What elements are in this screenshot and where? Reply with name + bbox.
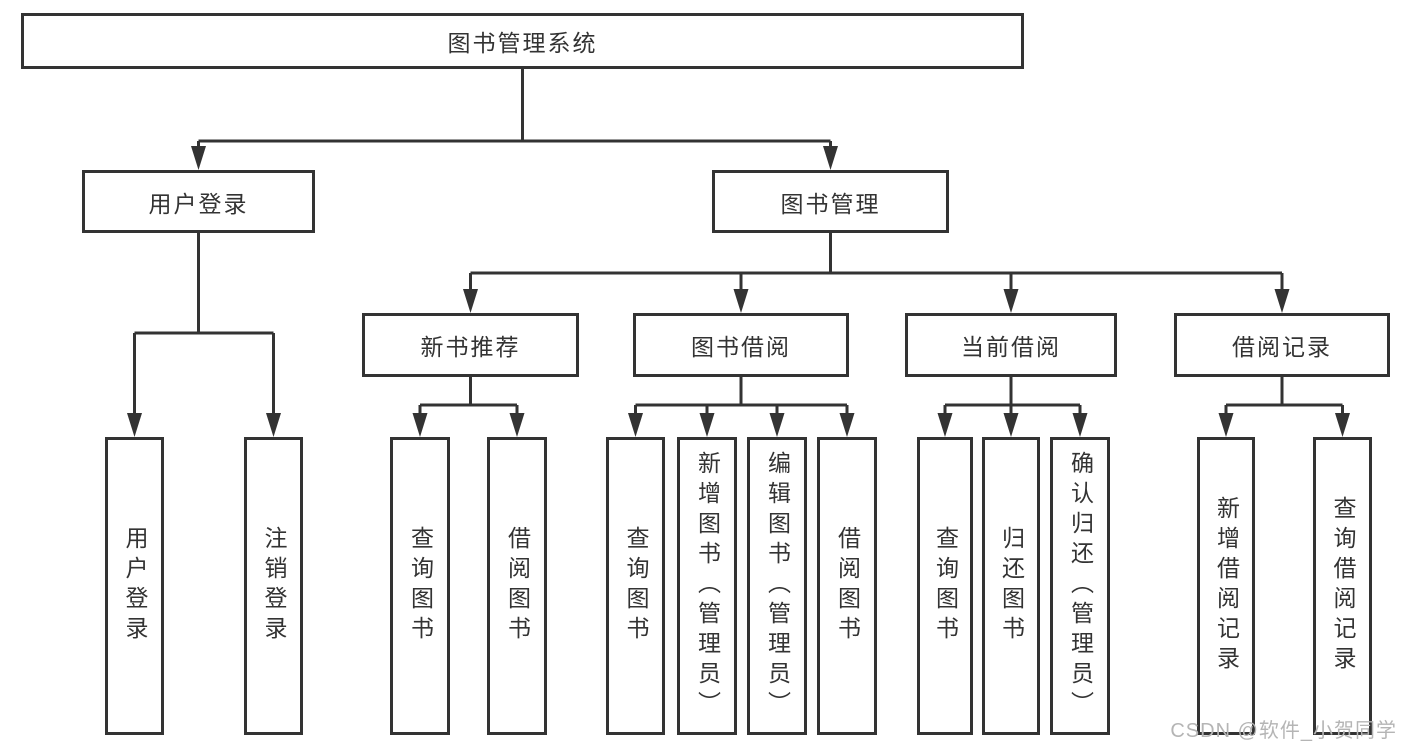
node-logout: 注销登录 [244, 437, 303, 735]
node-confirm-return-admin: 确认归还（管理员） [1050, 437, 1110, 735]
node-label: 编辑图书（管理员） [764, 451, 791, 721]
node-label: 图书管理系统 [447, 30, 598, 56]
node-label: 查询借阅记录 [1330, 496, 1356, 676]
node-label: 确认归还（管理员） [1067, 451, 1094, 721]
connector-borrow-records [1218, 377, 1350, 437]
node-label: 图书管理 [780, 190, 881, 217]
node-return-book: 归还图书 [982, 437, 1040, 735]
node-add-borrow-record: 新增借阅记录 [1197, 437, 1255, 735]
node-add-book-admin: 新增图书（管理员） [677, 437, 737, 735]
node-label: 用户登录 [148, 190, 249, 217]
connector-root [191, 69, 838, 170]
node-query-books-current: 查询图书 [917, 437, 973, 735]
node-book-borrow: 图书借阅 [633, 313, 849, 377]
node-query-books-borrow: 查询图书 [606, 437, 665, 735]
node-book-management: 图书管理 [712, 170, 949, 233]
node-library-system: 图书管理系统 [21, 13, 1024, 69]
watermark: CSDN @软件_小贺同学 [1170, 720, 1397, 742]
node-current-borrow: 当前借阅 [905, 313, 1117, 377]
node-query-books-recommend: 查询图书 [390, 437, 450, 735]
node-user-login: 用户登录 [82, 170, 315, 233]
node-label: 借阅图书 [834, 526, 861, 646]
connector-current-borrow [937, 377, 1088, 437]
node-label: 图书借阅 [691, 334, 791, 360]
node-user-login-leaf: 用户登录 [105, 437, 164, 735]
node-label: 当前借阅 [961, 334, 1061, 360]
connector-new-book-recommend [412, 377, 525, 437]
node-label: 新增图书（管理员） [694, 451, 721, 721]
node-label: 新书推荐 [420, 334, 521, 360]
node-label: 用户登录 [122, 526, 148, 646]
node-edit-book-admin: 编辑图书（管理员） [747, 437, 807, 735]
connector-user-login [127, 233, 281, 437]
node-borrow-books-recommend: 借阅图书 [487, 437, 547, 735]
node-label: 借阅记录 [1232, 334, 1332, 360]
node-label: 注销登录 [261, 526, 287, 646]
node-query-borrow-record: 查询借阅记录 [1313, 437, 1372, 735]
node-borrow-books-leaf: 借阅图书 [817, 437, 877, 735]
node-label: 借阅图书 [504, 526, 531, 646]
node-label: 查询图书 [407, 526, 434, 646]
node-label: 查询图书 [932, 526, 959, 646]
node-label: 归还图书 [998, 526, 1025, 646]
connector-book-management [463, 233, 1290, 313]
node-label: 新增借阅记录 [1213, 496, 1240, 676]
node-new-book-recommend: 新书推荐 [362, 313, 579, 377]
connector-book-borrow [628, 377, 855, 437]
node-label: 查询图书 [623, 526, 649, 646]
node-borrow-records: 借阅记录 [1174, 313, 1390, 377]
